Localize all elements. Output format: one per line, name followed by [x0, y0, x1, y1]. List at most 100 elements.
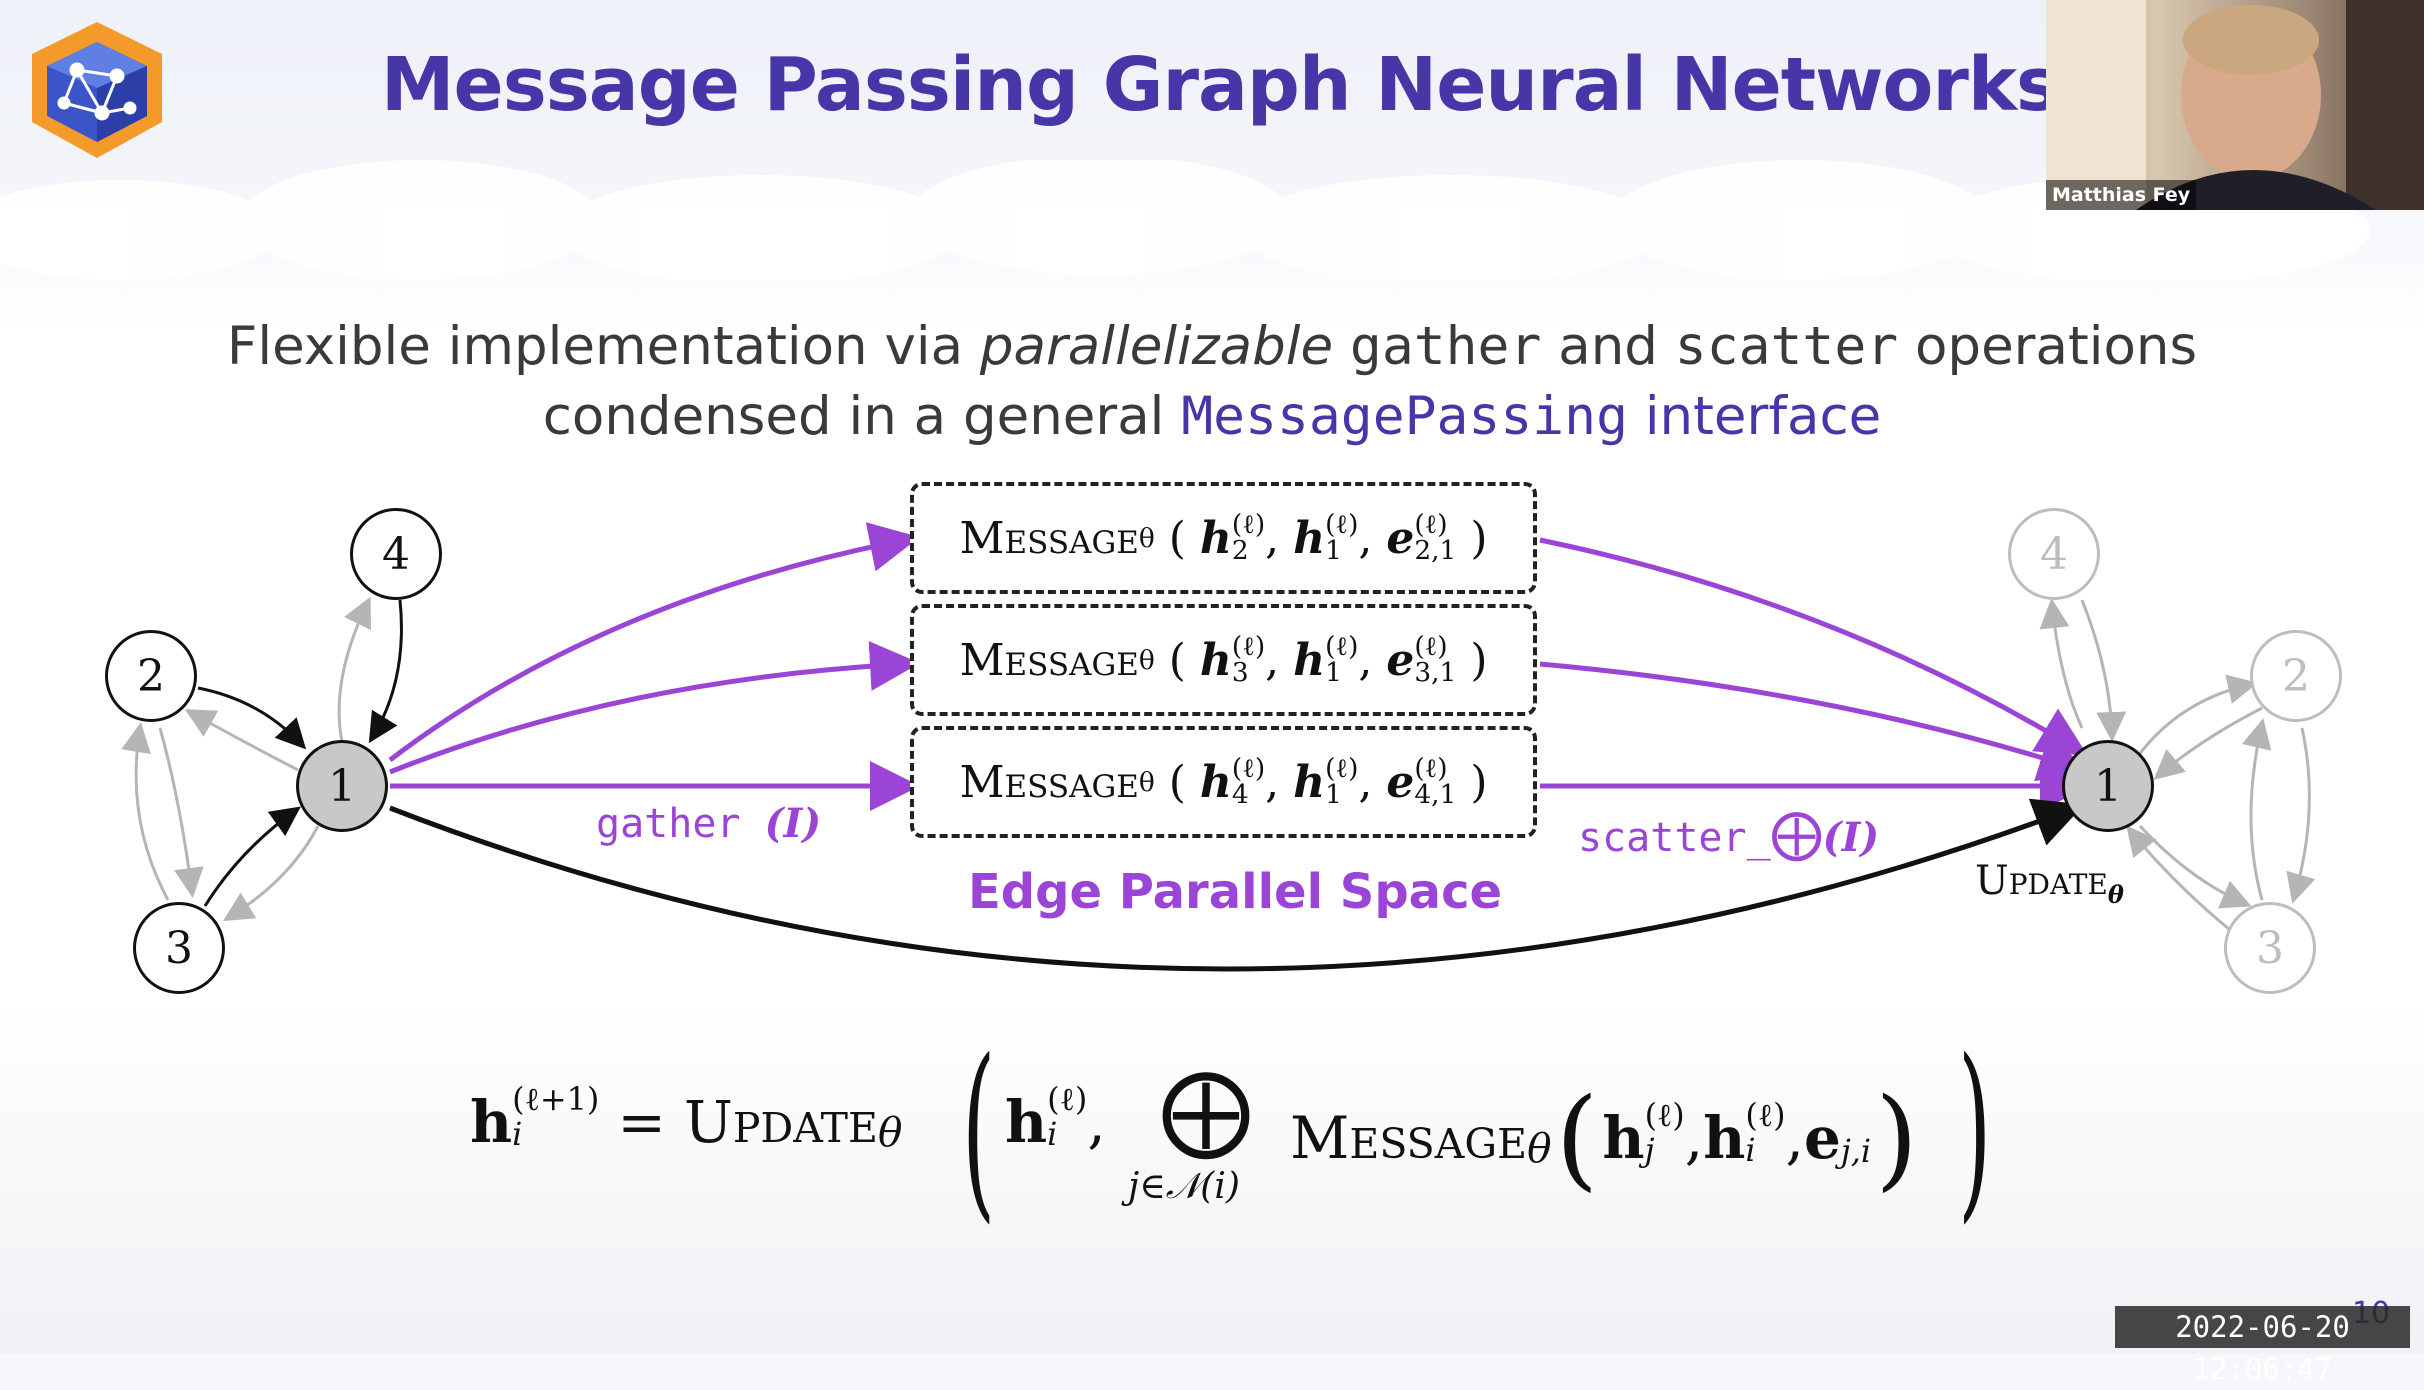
sub-idx: 1	[1325, 779, 1342, 810]
sub-idx: 1	[1325, 657, 1342, 688]
subtitle-messagepassing: MessagePassing	[1181, 386, 1628, 447]
pyg-logo	[32, 22, 162, 158]
subtitle-operations: operations	[1898, 316, 2198, 377]
bigoplus-icon: ⨁	[1160, 1056, 1252, 1163]
formula-inner-left-paren: (	[1555, 1074, 1599, 1202]
sup-l: (ℓ)	[1325, 508, 1359, 540]
formula-lhs: h	[470, 1088, 513, 1156]
sup-l: (ℓ)	[1325, 630, 1359, 662]
formula-theta: θ	[1527, 1124, 1552, 1172]
gather-text: gather	[596, 801, 741, 847]
message-fn: Message	[959, 512, 1139, 564]
h-var: h	[1293, 512, 1326, 564]
formula-m-h2-sub: i	[1745, 1131, 1756, 1169]
formula-m-e-sub: j,i	[1840, 1132, 1872, 1170]
scatter-text: scatter_	[1578, 815, 1771, 861]
e-var: e	[1386, 634, 1415, 686]
formula-m-h1: h	[1602, 1104, 1645, 1172]
formula-message: Message	[1290, 1104, 1528, 1172]
update-theta: θ	[2107, 880, 2124, 909]
slide-subtitle: Flexible implementation via parallelizab…	[0, 312, 2424, 452]
sup-l: (ℓ)	[1231, 752, 1266, 784]
formula-lhs-sup: (ℓ+1)	[512, 1079, 600, 1118]
webcam-video[interactable]: Matthias Fey	[2046, 0, 2424, 210]
formula-under: j∈𝒩(i)	[1128, 1166, 1240, 1207]
h-var: h	[1293, 634, 1326, 686]
formula-m-sup: (ℓ)	[1644, 1095, 1685, 1134]
message-fn: Message	[959, 634, 1139, 686]
slide-title: Message Passing Graph Neural Networks	[380, 42, 2060, 128]
sup-l: (ℓ)	[1231, 508, 1266, 540]
sup-l: (ℓ)	[1414, 630, 1448, 662]
message-theta: θ	[1138, 766, 1155, 798]
formula-m-h1-sub: j	[1644, 1131, 1655, 1169]
h-var: h	[1199, 756, 1232, 808]
subtitle-interface: interface	[1627, 386, 1882, 447]
scatter-arg: (I)	[1822, 814, 1880, 861]
oplus-icon: ⨁	[1770, 804, 1823, 864]
formula-m-h2: h	[1703, 1104, 1746, 1172]
right-node-2: 2	[2250, 630, 2342, 722]
sub-idx: 4,1	[1414, 779, 1457, 810]
formula-equals: =	[617, 1088, 666, 1156]
formula-lhs-sub: i	[512, 1115, 523, 1153]
subtitle-text: Flexible implementation via	[226, 316, 980, 377]
formula-left-paren: (	[962, 1019, 996, 1240]
h-var: h	[1199, 634, 1232, 686]
formula-inner-right-paren: )	[1875, 1074, 1919, 1202]
sup-l: (ℓ)	[1414, 508, 1448, 540]
scatter-label: scatter_⨁(I)	[1578, 804, 1879, 864]
message-theta: θ	[1138, 644, 1155, 676]
update-text: Update	[1975, 858, 2108, 904]
participant-name: Matthias Fey	[2046, 180, 2197, 210]
sub-idx: 3,1	[1414, 657, 1457, 688]
sub-idx: 4	[1231, 779, 1249, 810]
sub-idx: 1	[1325, 535, 1342, 566]
left-node-2: 2	[105, 630, 197, 722]
formula-arg-h: h	[1005, 1088, 1048, 1156]
subtitle-condensed: condensed in a general	[542, 386, 1182, 447]
right-node-1: 1	[2062, 740, 2154, 832]
formula-arg-sup: (ℓ)	[1047, 1079, 1088, 1118]
subtitle-italic: parallelizable	[979, 316, 1334, 377]
timestamp-overlay: 2022-06-20 12:06:47	[2115, 1306, 2410, 1386]
edge-parallel-space-label: Edge Parallel Space	[968, 864, 1503, 920]
gather-arg: (I)	[764, 800, 822, 847]
sup-l: (ℓ)	[1325, 752, 1359, 784]
left-node-1: 1	[296, 740, 388, 832]
left-node-4: 4	[350, 508, 442, 600]
subtitle-gather: gather	[1349, 316, 1542, 377]
subtitle-scatter: scatter	[1674, 316, 1899, 377]
e-var: e	[1386, 512, 1415, 564]
sub-idx: 2	[1231, 535, 1249, 566]
gather-label: gather (I)	[596, 800, 821, 847]
formula-m-sup: (ℓ)	[1745, 1095, 1786, 1134]
slide: Message Passing Graph Neural Networks Fl…	[0, 0, 2424, 1354]
cloud-decoration	[0, 160, 2370, 280]
subtitle-and: and	[1541, 316, 1675, 377]
left-node-3: 3	[133, 902, 225, 994]
sub-idx: 2,1	[1414, 535, 1457, 566]
formula-comma: ,	[1785, 1104, 1804, 1172]
sup-l: (ℓ)	[1231, 630, 1266, 662]
right-node-4: 4	[2008, 508, 2100, 600]
h-var: h	[1293, 756, 1326, 808]
formula-theta: θ	[877, 1108, 903, 1156]
e-var: e	[1386, 756, 1415, 808]
message-fn: Message	[959, 756, 1139, 808]
message-theta: θ	[1138, 522, 1155, 554]
graph-diagram	[121, 522, 2316, 972]
formula-arg-sub: i	[1047, 1115, 1058, 1153]
update-label: Updateθ	[1975, 858, 2124, 909]
formula-comma: ,	[1087, 1088, 1106, 1156]
formula-right-paren: )	[1958, 1019, 1992, 1240]
sub-idx: 3	[1231, 657, 1249, 688]
formula-m-e: e	[1803, 1104, 1841, 1172]
formula-comma: ,	[1684, 1104, 1704, 1172]
speaker-video-frame	[2046, 0, 2424, 210]
formula-update: Update	[683, 1088, 878, 1156]
